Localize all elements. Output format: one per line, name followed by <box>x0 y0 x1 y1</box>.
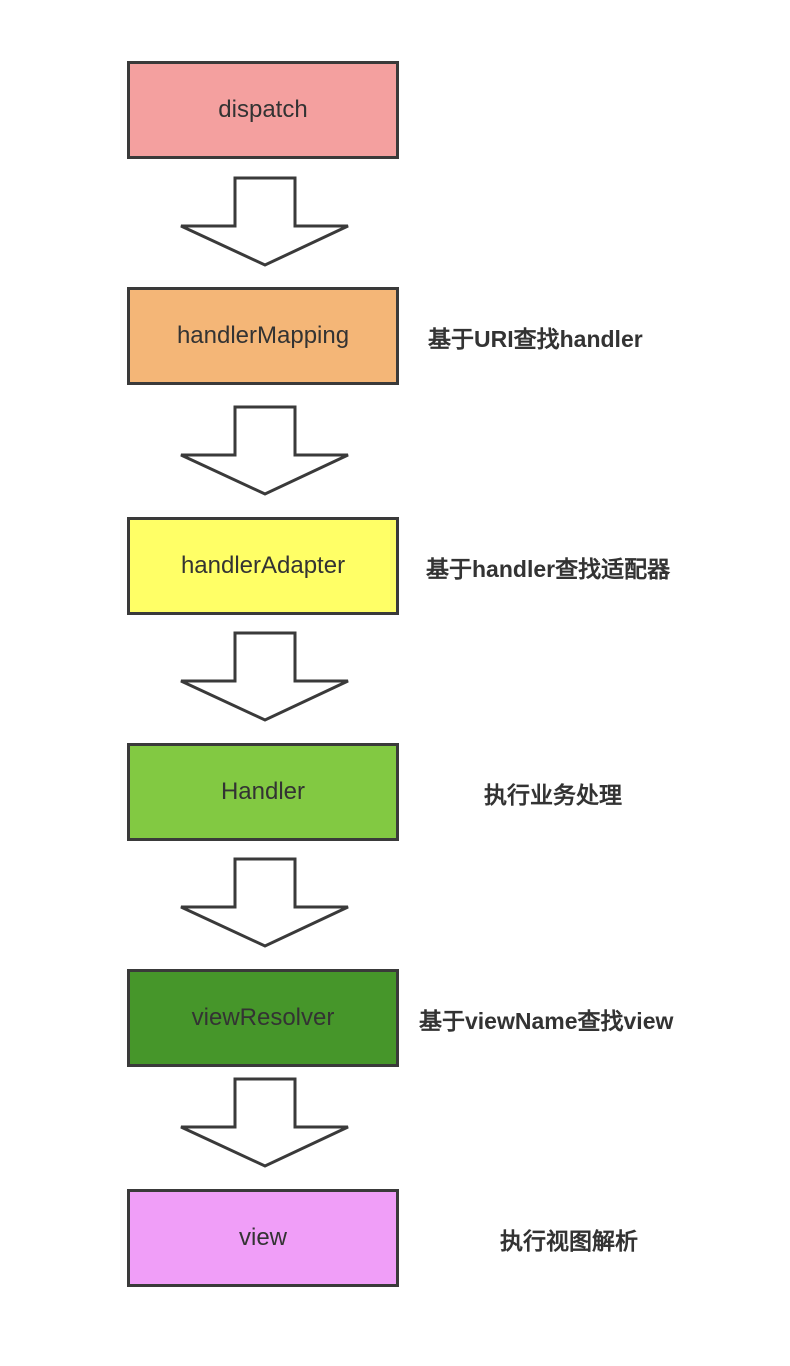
handler-mapping-note: 基于URI查找handler <box>428 326 643 352</box>
view-resolver-box: viewResolver <box>127 969 399 1067</box>
handler-label: Handler <box>220 778 306 805</box>
handler-box: Handler <box>127 743 399 841</box>
view-box: view <box>127 1189 399 1287</box>
view-note: 执行视图解析 <box>500 1228 638 1254</box>
down-arrow-4 <box>180 857 349 948</box>
down-arrow-1 <box>180 176 349 267</box>
down-arrow-2 <box>180 405 349 496</box>
down-arrow-5 <box>180 1077 349 1168</box>
dispatch-box: dispatch <box>127 61 399 159</box>
handler-mapping-label: handlerMapping <box>176 322 350 349</box>
handler-note: 执行业务处理 <box>484 782 622 808</box>
handler-mapping-box: handlerMapping <box>127 287 399 385</box>
view-resolver-label: viewResolver <box>191 1004 335 1031</box>
view-label: view <box>238 1224 287 1251</box>
down-arrow-3 <box>180 631 349 722</box>
handler-adapter-box: handlerAdapter <box>127 517 399 615</box>
handler-adapter-label: handlerAdapter <box>180 552 346 579</box>
view-resolver-note: 基于viewName查找view <box>419 1008 674 1034</box>
dispatch-label: dispatch <box>218 96 308 123</box>
handler-adapter-note: 基于handler查找适配器 <box>426 556 671 582</box>
